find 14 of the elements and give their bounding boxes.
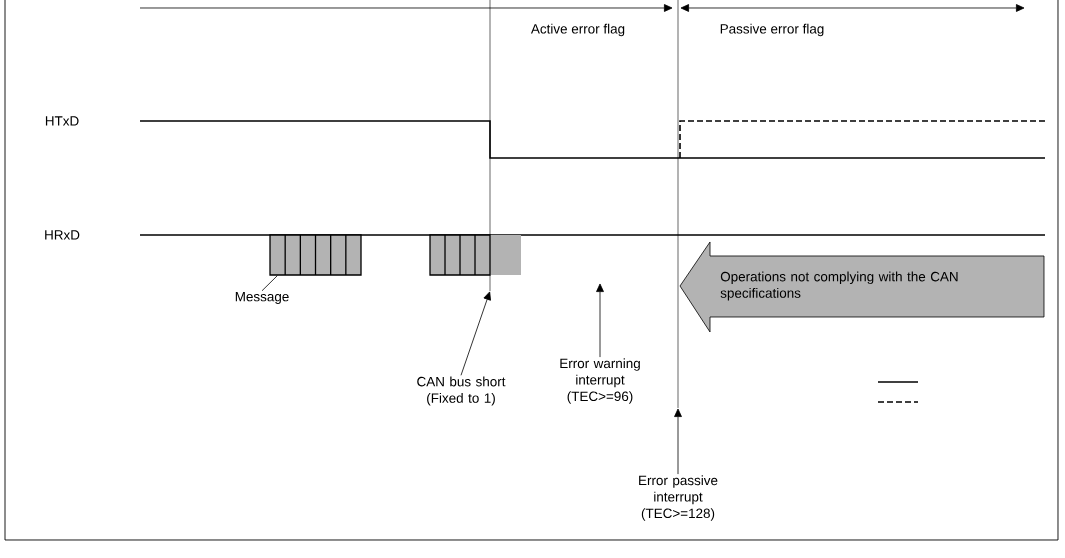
section-label: Passive error flag	[720, 23, 824, 37]
arrow	[596, 283, 604, 358]
message-block	[269, 234, 362, 276]
arrow	[460, 291, 491, 376]
annotation-text: Error warning interrupt (TEC>=96)	[560, 358, 640, 404]
annotation-text: CAN bus short (Fixed to 1)	[417, 376, 506, 406]
leader-line	[261, 275, 278, 292]
annotation-text: Error passive interrupt (TEC>=128)	[639, 475, 718, 521]
arrow	[674, 408, 682, 475]
message-block	[429, 234, 521, 276]
leader-text: Message	[235, 291, 289, 304]
signal-name: HRxD	[45, 230, 80, 240]
section-label: Active error flag	[530, 23, 625, 37]
signal-name: HTxD	[45, 116, 79, 126]
